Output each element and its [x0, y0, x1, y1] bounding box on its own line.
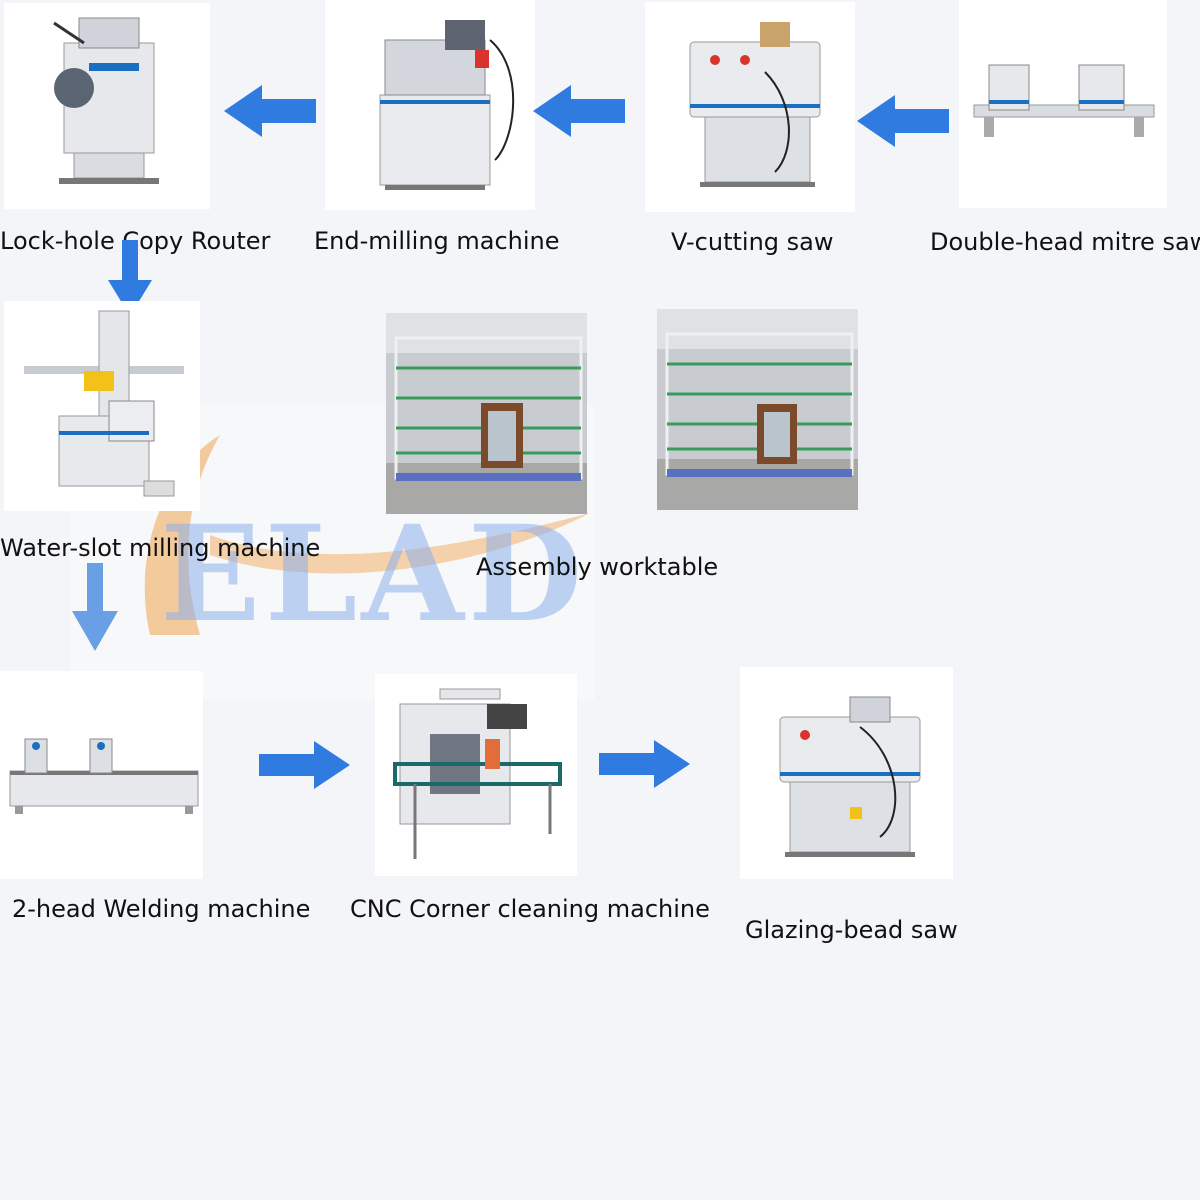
welding-machine-photo [0, 671, 203, 879]
endmilling-machine-photo [325, 0, 535, 210]
mitre-saw-photo [959, 0, 1167, 208]
arrow-left-icon [533, 85, 625, 137]
glazing-bead-saw-label: Glazing-bead saw [745, 916, 958, 944]
arrow-right-icon [599, 740, 690, 788]
arrow-left-icon [224, 85, 316, 137]
cnc-corner-cleaning-label: CNC Corner cleaning machine [350, 895, 710, 923]
lockhole-router-photo [4, 3, 210, 209]
vcutting-saw-photo [645, 2, 855, 212]
assembly-worktable-photo-2 [657, 309, 858, 510]
assembly-worktable-label: Assembly worktable [476, 553, 719, 581]
vcutting-saw-label: V-cutting saw [671, 228, 834, 256]
glazing-bead-saw-photo [740, 667, 953, 879]
waterslot-milling-photo [4, 301, 200, 511]
cnc-corner-cleaning-photo [375, 674, 577, 876]
mitre-saw-label: Double-head mitre saw [930, 228, 1200, 256]
arrow-right-icon [259, 741, 350, 789]
endmilling-machine-label: End-milling machine [314, 227, 560, 255]
welding-machine-label: 2-head Welding machine [12, 895, 311, 923]
arrow-down-icon [108, 240, 152, 316]
arrow-down-icon [72, 563, 118, 651]
arrow-left-icon [857, 95, 949, 147]
assembly-worktable-photo-1 [386, 313, 587, 514]
waterslot-milling-label: Water-slot milling machine [0, 534, 321, 562]
